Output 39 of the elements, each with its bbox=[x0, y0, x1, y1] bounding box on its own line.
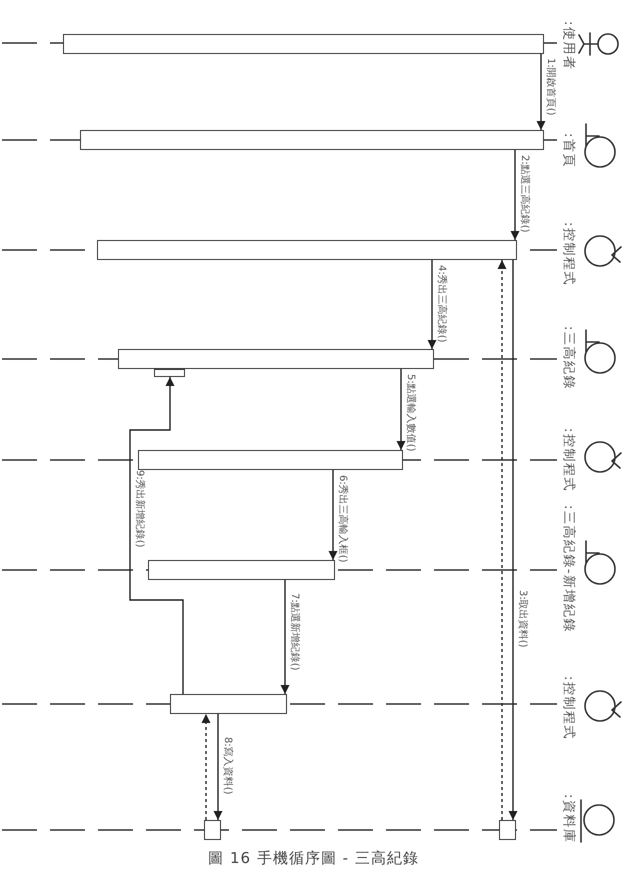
message-arrow bbox=[280, 580, 290, 694]
return-arrow bbox=[202, 714, 210, 820]
activation-bar bbox=[138, 450, 403, 470]
return-arrow bbox=[498, 260, 506, 820]
activation-bar bbox=[148, 560, 335, 580]
message-arrow bbox=[428, 260, 436, 349]
figure-caption: 圖 16 手機循序圖 - 三高紀錄 bbox=[208, 849, 419, 867]
message-arrow bbox=[396, 369, 406, 450]
object-name: :三高紀錄 bbox=[561, 326, 576, 390]
activation-bar bbox=[154, 369, 185, 377]
message-label: 7:點選新增紀錄() bbox=[288, 593, 300, 671]
activation-bar bbox=[97, 240, 517, 260]
message-arrow bbox=[129, 377, 184, 694]
object-name: :資料庫 bbox=[561, 794, 576, 843]
message-label: 3:取出資料() bbox=[516, 590, 528, 648]
message-label: 8:寫入資料() bbox=[221, 737, 233, 795]
object-name: :首頁 bbox=[561, 132, 576, 168]
message-arrow bbox=[214, 714, 222, 820]
message-arrow bbox=[508, 260, 518, 820]
activation-bar bbox=[170, 694, 287, 714]
object-name: :控制程式 bbox=[561, 222, 576, 286]
message-label: 9:秀出新增紀錄() bbox=[133, 470, 145, 548]
message-label: 4:秀出三高紀錄() bbox=[435, 265, 447, 343]
object-name: :三高紀錄-新增紀錄 bbox=[561, 505, 576, 634]
message-label: 2:點選三高紀錄() bbox=[518, 155, 530, 233]
message-arrow bbox=[536, 54, 546, 130]
message-label: 6:秀出三高輸入框() bbox=[336, 475, 348, 563]
activation-bar bbox=[499, 820, 516, 840]
message-label: 5:點選輸入數值() bbox=[404, 374, 416, 452]
object-name: :使用者 bbox=[561, 20, 576, 70]
message-arrow bbox=[510, 150, 520, 240]
activation-bar bbox=[204, 820, 221, 840]
message-label: 1:開啟首頁() bbox=[544, 58, 556, 116]
message-arrow bbox=[328, 470, 338, 560]
object-name: :控制程式 bbox=[561, 676, 576, 740]
activation-bar bbox=[80, 130, 544, 150]
activation-bar bbox=[118, 349, 434, 369]
activation-bar bbox=[63, 34, 544, 54]
object-name: :控制程式 bbox=[561, 428, 576, 492]
